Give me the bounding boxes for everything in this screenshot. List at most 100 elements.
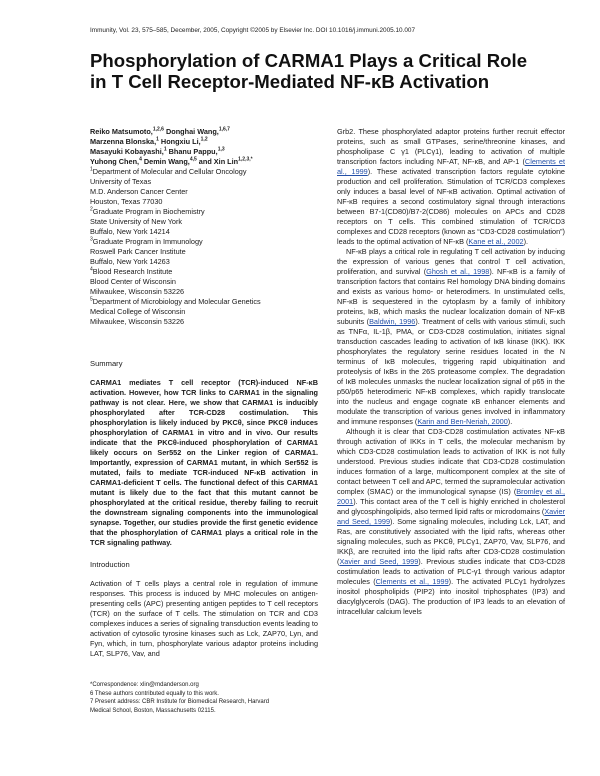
author-name: Hongxiu Li,	[158, 137, 201, 146]
affiliation-text: Buffalo, New York 14263	[90, 257, 170, 266]
author-sup: 1,2,6	[152, 126, 164, 133]
affiliation-line: 2Graduate Program in Biochemistry	[90, 207, 318, 217]
affiliation-line: 1Department of Molecular and Cellular On…	[90, 167, 318, 177]
text-run: ). The activated PLCγ1 hydrolyzes inosit…	[337, 577, 565, 616]
author-sup: 1,6,7	[218, 126, 230, 133]
author-sup: 1,3	[217, 146, 225, 153]
affiliation-text: Houston, Texas 77030	[90, 197, 163, 206]
article-title: Phosphorylation of CARMA1 Plays a Critic…	[90, 50, 560, 92]
author-line: Reiko Matsumoto,1,2,6 Donghai Wang,1,6,7	[90, 127, 318, 137]
author-sup: 1,2	[200, 136, 208, 143]
affiliation-text: Roswell Park Cancer Institute	[90, 247, 186, 256]
spacer	[90, 369, 318, 378]
affiliation-sup: 4	[90, 266, 93, 273]
body-paragraph-2: NF-κB plays a critical role in regulatin…	[337, 247, 565, 427]
summary-heading: Summary	[90, 359, 123, 368]
citation-link[interactable]: Clements et al., 1999	[337, 157, 565, 176]
affiliation-text: Milwaukee, Wisconsin 53226	[90, 317, 185, 326]
affiliation-text: Graduate Program in Immunology	[92, 237, 203, 246]
affiliation-line: M.D. Anderson Cancer Center	[90, 187, 318, 197]
author-line: Masayuki Kobayashi,1 Bhanu Pappu,1,3	[90, 147, 318, 157]
author-name: Donghai Wang,	[163, 127, 219, 136]
citation-link[interactable]: Ghosh et al., 1998	[426, 267, 490, 276]
text-run: ). This contact area of the T cell is hi…	[337, 497, 565, 516]
affiliation-sup: 3	[90, 236, 93, 243]
affiliation-line: Milwaukee, Wisconsin 53226	[90, 317, 318, 327]
citation-link[interactable]: Kane et al., 2002	[468, 237, 524, 246]
spacer	[90, 570, 318, 579]
author-line: Yuhong Chen,4 Demin Wang,4,5 and Xin Lin…	[90, 157, 318, 167]
footnote-present-address-cont: Medical School, Boston, Massachusetts 02…	[90, 707, 216, 714]
affiliation-line: Blood Center of Wisconsin	[90, 277, 318, 287]
author-sup: 1,2,3,*	[238, 156, 253, 163]
affiliation-line: Milwaukee, Wisconsin 53226	[90, 287, 318, 297]
affiliation-sup: 2	[90, 206, 93, 213]
spacer	[90, 548, 318, 560]
text-run: ).	[507, 417, 513, 426]
spacer	[90, 327, 318, 359]
footnote-correspondence: *Correspondence: xlin@mdanderson.org	[90, 682, 199, 688]
text-run: Grb2. These phosphorylated adaptor prote…	[337, 127, 565, 166]
author-sup: 1	[163, 146, 167, 153]
author-name: Yuhong Chen,	[90, 157, 140, 166]
text-run: NF-κB plays a critical role in regulatin…	[337, 247, 565, 276]
body-paragraph-3: Although it is clear that CD3-CD28 costi…	[337, 427, 565, 617]
text-run: ). Some signaling molecules, including L…	[337, 517, 566, 566]
author-line: Marzenna Blonska,1 Hongxiu Li,1,2	[90, 137, 318, 147]
author-name: Demin Wang,	[141, 157, 190, 166]
citation-link[interactable]: Xavier and Seed, 1999	[339, 557, 419, 566]
body-paragraph-1: Grb2. These phosphorylated adaptor prote…	[337, 127, 565, 247]
author-sup: 4,5	[189, 156, 197, 163]
affiliation-text: Medical College of Wisconsin	[90, 307, 186, 316]
footnotes: *Correspondence: xlin@mdanderson.org 6 T…	[90, 681, 318, 715]
affiliation-line: Buffalo, New York 14263	[90, 257, 318, 267]
citation-link[interactable]: Bromley et al., 2001	[337, 487, 565, 506]
author-name: and Xin Lin	[196, 157, 239, 166]
citation-link[interactable]: Karin and Ben-Neriah, 2000	[417, 417, 508, 426]
citation-link[interactable]: Xavier and Seed, 1999	[337, 507, 565, 526]
affiliation-text: Buffalo, New York 14214	[90, 227, 170, 236]
author-name: Masayuki Kobayashi,	[90, 147, 164, 156]
affiliation-line: 3Graduate Program in Immunology	[90, 237, 318, 247]
spacer	[90, 659, 318, 681]
citation-link[interactable]: Clements et al., 1999	[375, 577, 449, 586]
affiliation-list: 1Department of Molecular and Cellular On…	[90, 167, 318, 327]
affiliation-line: Houston, Texas 77030	[90, 197, 318, 207]
author-name: Bhanu Pappu,	[166, 147, 218, 156]
affiliation-line: Buffalo, New York 14214	[90, 227, 318, 237]
text-run: ). Treatment of cells with various stimu…	[337, 317, 566, 426]
footnote-equal-contribution: 6 These authors contributed equally to t…	[90, 690, 219, 697]
affiliation-text: Blood Research Institute	[92, 267, 173, 276]
text-run: ). These activated transcription factors…	[337, 167, 565, 246]
left-column: Reiko Matsumoto,1,2,6 Donghai Wang,1,6,7…	[90, 127, 318, 715]
article-title-line-1: Phosphorylation of CARMA1 Plays a Critic…	[90, 50, 528, 71]
text-run: Although it is clear that CD3-CD28 costi…	[337, 427, 565, 496]
affiliation-line: State University of New York	[90, 217, 318, 227]
summary-paragraph: CARMA1 mediates T cell receptor (TCR)-in…	[90, 378, 318, 547]
author-sup: 4	[139, 156, 142, 163]
affiliation-line: Roswell Park Cancer Institute	[90, 247, 318, 257]
introduction-heading: Introduction	[90, 560, 130, 569]
text-run: ).	[523, 237, 529, 246]
introduction-paragraph: Activation of T cells plays a central ro…	[90, 579, 318, 658]
affiliation-line: Medical College of Wisconsin	[90, 307, 318, 317]
affiliation-text: Department of Microbiology and Molecular…	[92, 297, 261, 306]
affiliation-text: Blood Center of Wisconsin	[90, 277, 176, 286]
affiliation-text: Milwaukee, Wisconsin 53226	[90, 287, 185, 296]
affiliation-text: M.D. Anderson Cancer Center	[90, 187, 188, 196]
affiliation-sup: 1	[90, 166, 93, 173]
citation-link[interactable]: Baldwin, 1996	[369, 317, 416, 326]
affiliation-text: University of Texas	[90, 177, 152, 186]
text-run: ). NF-κB is a family of transcription fa…	[337, 267, 566, 326]
text-run: ). Previous studies indicate that CD3-CD…	[337, 557, 566, 586]
affiliation-sup: 5	[90, 296, 93, 303]
article-title-line-2: in T Cell Receptor-Mediated NF-κB Activa…	[90, 71, 490, 92]
footnote-present-address: 7 Present address: CBR Institute for Bio…	[90, 699, 270, 705]
affiliation-text: Graduate Program in Biochemistry	[92, 207, 205, 216]
right-column: Grb2. These phosphorylated adaptor prote…	[337, 127, 565, 617]
author-sup: 1	[156, 136, 159, 143]
affiliation-line: 5Department of Microbiology and Molecula…	[90, 297, 318, 307]
affiliation-text: State University of New York	[90, 217, 183, 226]
author-name: Reiko Matsumoto,	[90, 127, 153, 136]
